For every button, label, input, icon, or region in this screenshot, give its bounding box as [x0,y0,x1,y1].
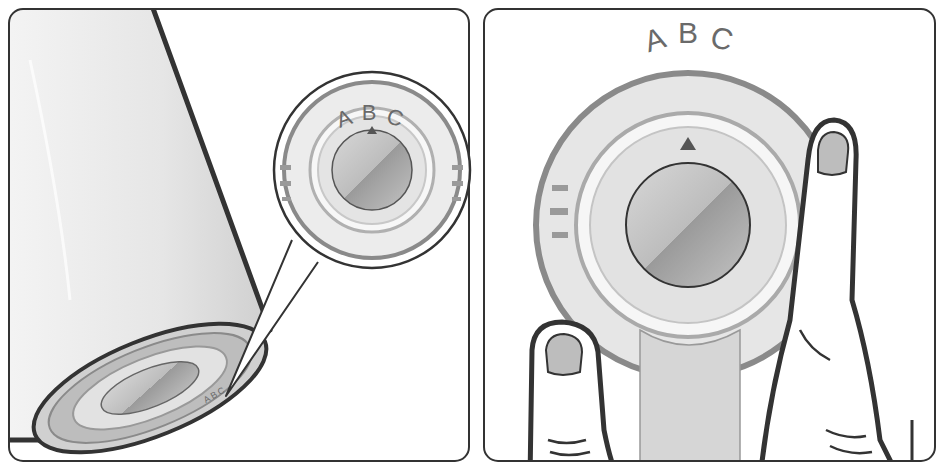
right-panel-art [530,73,912,461]
panel-frame [484,9,935,461]
left-panel-art [9,9,283,461]
dial-setting-letter: B [362,102,377,124]
callout-leader [226,240,318,396]
dial-setting-letter: A [641,23,669,58]
dial-setting-letter: A [333,106,354,132]
panel-frame [9,9,469,461]
dial-setting-letter: C [708,22,737,57]
dial-setting-letter: C [384,105,406,131]
magnified-dial [274,72,470,268]
dial-setting-letter: B [678,18,698,48]
finger [760,120,900,461]
finger [530,322,620,461]
